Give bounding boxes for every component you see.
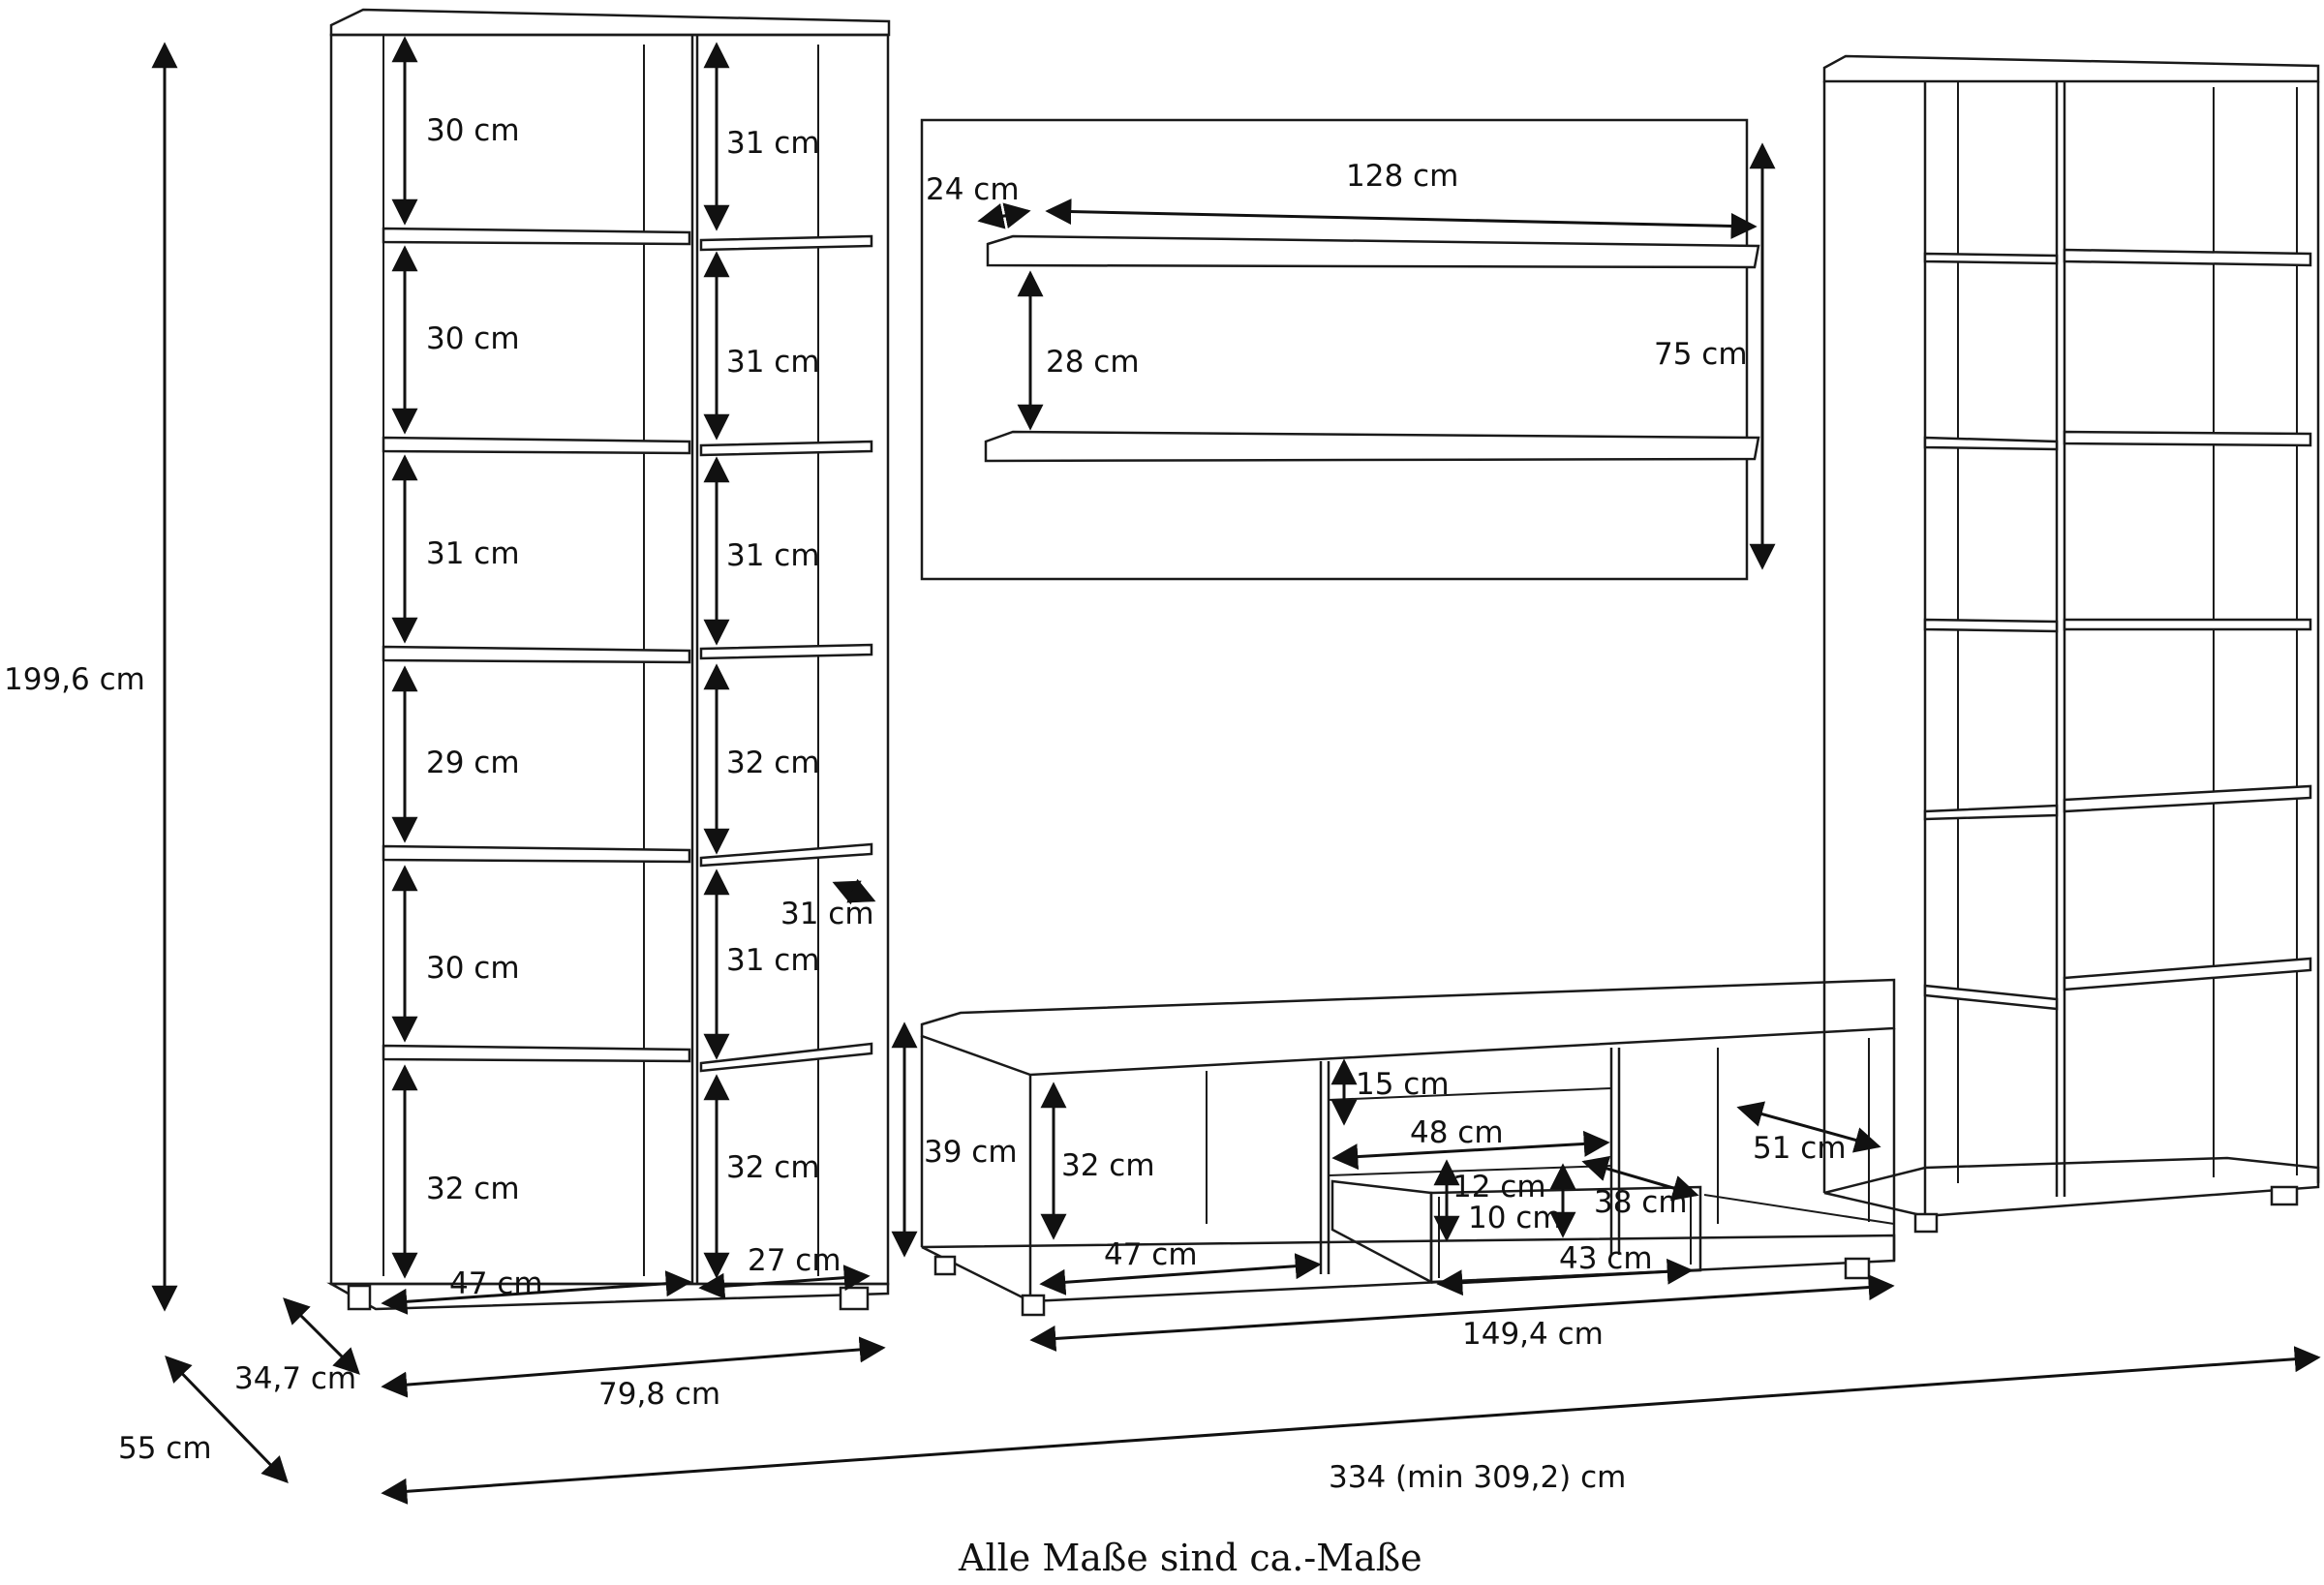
left-col-shelf [382,436,691,455]
right-case-shelf [1923,804,2059,821]
right-col-height-5: 31 cm [726,943,820,978]
right-col-height-4: 32 cm [726,746,820,780]
right-bookcase [1822,54,2320,1234]
left-col-height-2: 30 cm [426,321,520,356]
drawer-width-arrow [1331,1130,1610,1171]
wall-shelf-depth: 24 cm [926,172,1020,207]
right-col-shelf [699,1042,873,1073]
left-col-height-5: 30 cm [426,951,520,986]
right-col-shelf [699,842,873,868]
right-col-shelf [699,234,873,252]
right-bookcase-bottom [1823,1156,2320,1218]
wall-shelf-top [986,234,1760,269]
left-compartment-height: 32 cm [1061,1148,1155,1183]
overall-width-arrow [381,1346,2321,1505]
drawer-front [1330,1179,1433,1285]
wall-panel-board [920,118,1749,581]
left-bookcase-foot [347,1284,372,1311]
wall-shelf-gap: 28 cm [1046,345,1140,380]
inner-width-left-arrow [381,1270,692,1315]
inner-width-right: 27 cm [748,1243,841,1278]
tv-bench-foot [1021,1294,1046,1317]
wall-shelf-bottom [984,430,1760,463]
right-case-shelf [2063,784,2312,813]
wall-panel [920,118,1760,581]
tv-bench [920,978,1896,1317]
wall-shelf-width: 128 cm [1346,159,1458,194]
right-case-shelf [1923,618,2059,633]
tv-bench-inner-shelf [1328,1087,1612,1101]
left-col-shelf [382,1044,691,1063]
right-depth-arrow [1736,1101,1881,1153]
right-case-shelf [1923,984,2059,1011]
inner-width-left: 47 cm [449,1266,543,1301]
middle-top-gap: 15 cm [1356,1067,1450,1102]
tv-bench-height: 39 cm [924,1135,1018,1170]
depth-outer: 55 cm [118,1431,212,1466]
depth-outer-arrow [165,1356,289,1483]
right-case-shelf [2063,248,2312,267]
right-bookcase-foot [1913,1212,1939,1234]
drawer-depth: 38 cm [1594,1185,1688,1220]
right-col-height-2: 31 cm [726,345,820,380]
tv-bench-base-line [1703,1194,1895,1225]
left-col-height-6: 32 cm [426,1172,520,1206]
left-bookcase-top [329,8,891,37]
wall-panel-height: 75 cm [1654,337,1748,372]
drawer-inner-height: 10 cm [1468,1201,1562,1235]
left-col-shelf [382,844,691,864]
left-col-shelf [382,645,691,664]
left-col-height-4: 29 cm [426,746,520,780]
left-col-shelf [382,227,691,246]
right-col-shelf [699,440,873,457]
left-bookcase-foot [839,1286,870,1311]
drawer-inner-width: 43 cm [1559,1241,1653,1276]
right-col-shelf [699,643,873,660]
left-col-height-3: 31 cm [426,536,520,571]
tv-bench-foot [1844,1257,1871,1280]
depth-inner-arrow [283,1297,360,1375]
right-case-shelf [2063,618,2312,631]
right-col-height-6: 32 cm [726,1150,820,1185]
right-col-height-3: 31 cm [726,538,820,573]
shelf-depth-arrow [832,878,876,905]
right-case-shelf [1923,252,2059,265]
right-bookcase-foot [2270,1185,2299,1206]
drawer-depth-arrow [1581,1155,1699,1202]
overall-width: 334 (min 309,2) cm [1329,1460,1626,1495]
right-bookcase-top [1822,54,2320,83]
left-bookcase-width: 79,8 cm [598,1377,720,1412]
drawer-width: 48 cm [1410,1115,1504,1150]
left-col-height-1: 30 cm [426,113,520,148]
right-col-height-1: 31 cm [726,126,820,161]
depth-inner: 34,7 cm [234,1361,356,1396]
footer-note: Alle Maße sind ca.-Maße [958,1537,1422,1579]
tv-bench-top [920,978,1896,1077]
total-height: 199,6 cm [4,662,145,697]
tv-bench-width-arrow [1029,1274,1895,1352]
right-depth: 51 cm [1753,1131,1847,1166]
shelf-depth-note: 31 cm [780,897,874,931]
drawer-front-height: 12 cm [1452,1170,1546,1204]
wall-shelf-width-arrow [1045,198,1758,239]
right-case-shelf [2063,430,2312,447]
tv-bench-width: 149,4 cm [1462,1317,1604,1352]
wall-shelf-depth-arrow [977,202,1031,229]
inner-width-right-arrow [698,1265,871,1299]
left-compartment-width: 47 cm [1104,1237,1198,1272]
tv-bench-foot [933,1255,957,1276]
left-bookcase [326,8,891,1311]
right-case-shelf [2063,957,2312,991]
right-case-shelf [1923,436,2059,451]
